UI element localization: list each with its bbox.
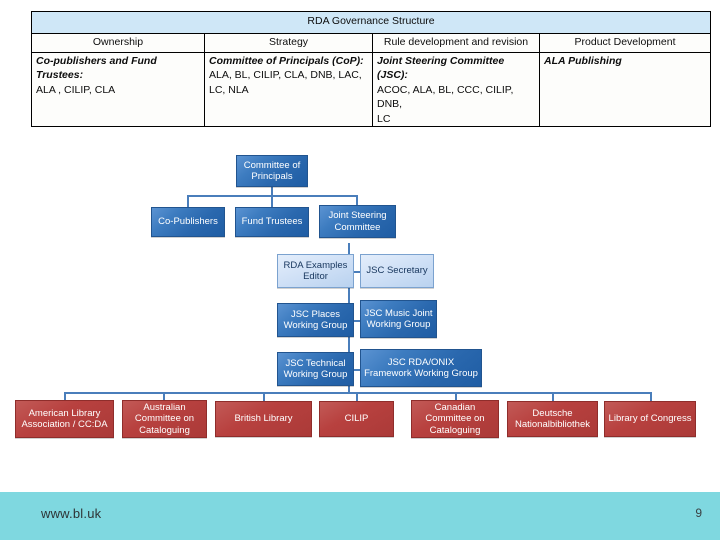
- cell-plain-line: LC: [377, 112, 391, 125]
- table-header-row: Ownership Strategy Rule development and …: [31, 33, 712, 53]
- node-fund-trustees[interactable]: Fund Trustees: [235, 207, 309, 237]
- connector-drop-loc: [650, 392, 652, 401]
- node-jsc-secretary[interactable]: JSC Secretary: [360, 254, 434, 288]
- node-american-library-association[interactable]: American Library Association / CC:DA: [15, 400, 114, 438]
- node-label: RDA Examples Editor: [283, 259, 348, 283]
- cell-plain-line: ACOC, ALA, BL, CCC, CILIP, DNB,: [377, 83, 514, 111]
- connector-drop-acoc: [163, 392, 165, 401]
- node-jsc-places-working-group[interactable]: JSC Places Working Group: [277, 303, 354, 337]
- node-label: Library of Congress: [608, 413, 692, 425]
- node-label: JSC RDA/ONIX Framework Working Group: [364, 356, 478, 380]
- node-rda-examples-editor[interactable]: RDA Examples Editor: [277, 254, 354, 288]
- node-committee-of-principals[interactable]: Committee of Principals: [236, 155, 308, 187]
- node-label: Committee of Principals: [243, 159, 301, 183]
- node-british-library[interactable]: British Library: [215, 401, 312, 437]
- rda-governance-table: RDA Governance Structure Ownership Strat…: [30, 11, 712, 128]
- connector-drop-ala: [64, 392, 66, 401]
- node-label: JSC Technical Working Group: [283, 357, 348, 381]
- table-title: RDA Governance Structure: [30, 11, 712, 34]
- footer-url: www.bl.uk: [41, 506, 102, 521]
- node-australian-committee-on-cataloguing[interactable]: Australian Committee on Cataloguing: [122, 400, 207, 438]
- footer-bar: www.bl.uk 9: [0, 492, 720, 540]
- table-title-row: RDA Governance Structure: [30, 11, 712, 34]
- table-header-strategy: Strategy: [204, 33, 373, 53]
- table-cell-product-development: ALA Publishing: [538, 51, 712, 128]
- node-co-publishers[interactable]: Co-Publishers: [151, 207, 225, 237]
- node-label: JSC Music Joint Working Group: [364, 307, 433, 331]
- table-cell-strategy: Committee of Principals (CoP): ALA, BL, …: [204, 51, 373, 128]
- node-cilip[interactable]: CILIP: [319, 401, 394, 437]
- node-label: Canadian Committee on Cataloguing: [425, 401, 485, 436]
- cell-plain-line: ALA , CILIP, CLA: [36, 83, 116, 96]
- cell-plain-line: LC, NLA: [209, 83, 249, 96]
- node-deutsche-nationalbibliothek[interactable]: Deutsche Nationalbibliothek: [507, 401, 598, 437]
- connector-drop-bl: [263, 392, 265, 401]
- node-label: Co-Publishers: [158, 216, 218, 228]
- table-header-product-development: Product Development: [538, 33, 712, 53]
- node-jsc-rda-onix-framework-working-group[interactable]: JSC RDA/ONIX Framework Working Group: [360, 349, 482, 387]
- node-label: Deutsche Nationalbibliothek: [515, 407, 590, 431]
- table-cell-rule-development: Joint Steering Committee (JSC): ACOC, AL…: [372, 51, 540, 128]
- connector-drop-jsc: [356, 195, 358, 208]
- node-label: Fund Trustees: [241, 216, 303, 228]
- connector-drop-fund-trustees: [271, 195, 273, 208]
- connector-drop-copublishers: [187, 195, 189, 208]
- node-label: British Library: [234, 413, 293, 425]
- cell-emphasis-line: Joint Steering Committee (JSC):: [377, 55, 505, 82]
- node-label: Joint Steering Committee: [328, 210, 387, 233]
- cell-plain-line: ALA, BL, CILIP, CLA, DNB, LAC,: [209, 69, 362, 82]
- node-label: JSC Secretary: [366, 265, 428, 277]
- node-jsc-technical-working-group[interactable]: JSC Technical Working Group: [277, 352, 354, 386]
- connector-level2-bus: [188, 195, 358, 197]
- node-label: CILIP: [344, 413, 369, 425]
- node-library-of-congress[interactable]: Library of Congress: [604, 401, 696, 437]
- connector-drop-ccc: [455, 392, 457, 401]
- connector-root-down: [271, 186, 273, 196]
- node-canadian-committee-on-cataloguing[interactable]: Canadian Committee on Cataloguing: [411, 400, 499, 438]
- node-joint-steering-committee[interactable]: Joint Steering Committee: [319, 205, 396, 238]
- table-cell-ownership: Co-publishers and Fund Trustees: ALA , C…: [31, 51, 205, 128]
- table-body-row: Co-publishers and Fund Trustees: ALA , C…: [31, 51, 712, 128]
- node-jsc-music-joint-working-group[interactable]: JSC Music Joint Working Group: [360, 300, 437, 338]
- node-label: Australian Committee on Cataloguing: [134, 401, 195, 436]
- connector-drop-cilip: [356, 392, 358, 401]
- cell-emphasis-line: Co-publishers and Fund: [36, 55, 157, 67]
- connector-drop-dnb: [552, 392, 554, 401]
- table-header-ownership: Ownership: [31, 33, 205, 53]
- node-label: American Library Association / CC:DA: [21, 407, 108, 431]
- cell-emphasis-line: Committee of Principals (CoP):: [209, 55, 364, 67]
- node-label: JSC Places Working Group: [283, 308, 348, 332]
- cell-emphasis-line: Trustees:: [36, 69, 84, 82]
- table-header-rule-development: Rule development and revision: [372, 33, 540, 53]
- footer-page-number: 9: [695, 506, 702, 520]
- cell-emphasis-line: ALA Publishing: [544, 55, 622, 67]
